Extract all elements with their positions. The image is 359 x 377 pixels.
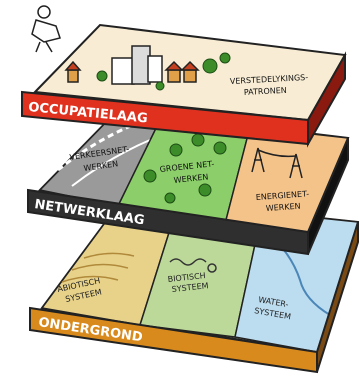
tree-icons: [143, 133, 227, 204]
netwerk-layer: NETWERKLAAG VERKEERSNET- WERKEN GROENE N…: [27, 108, 350, 256]
power-pylon-icons: [251, 147, 303, 179]
verstedelijking-label-1: VERSTEDELYKINGS-: [230, 73, 309, 86]
building-icons: [64, 45, 200, 85]
groene-net-label-2: WERKEN: [173, 172, 209, 185]
energienet-label-1: ENERGIENET-: [256, 189, 310, 202]
tree-icons-top: [96, 52, 231, 91]
figure-illustration: [31, 5, 61, 53]
energienet-label-2: WERKEN: [266, 202, 301, 213]
verstedelijking-label-2: PATRONEN: [244, 86, 287, 97]
biotisch-label-2: SYSTEEM: [171, 281, 209, 294]
occupatie-layer: OCCUPATIELAAG VERSTEDELYKINGS- PATRONEN: [21, 23, 347, 148]
biotisch-label-1: BIOTISCH: [167, 271, 206, 284]
